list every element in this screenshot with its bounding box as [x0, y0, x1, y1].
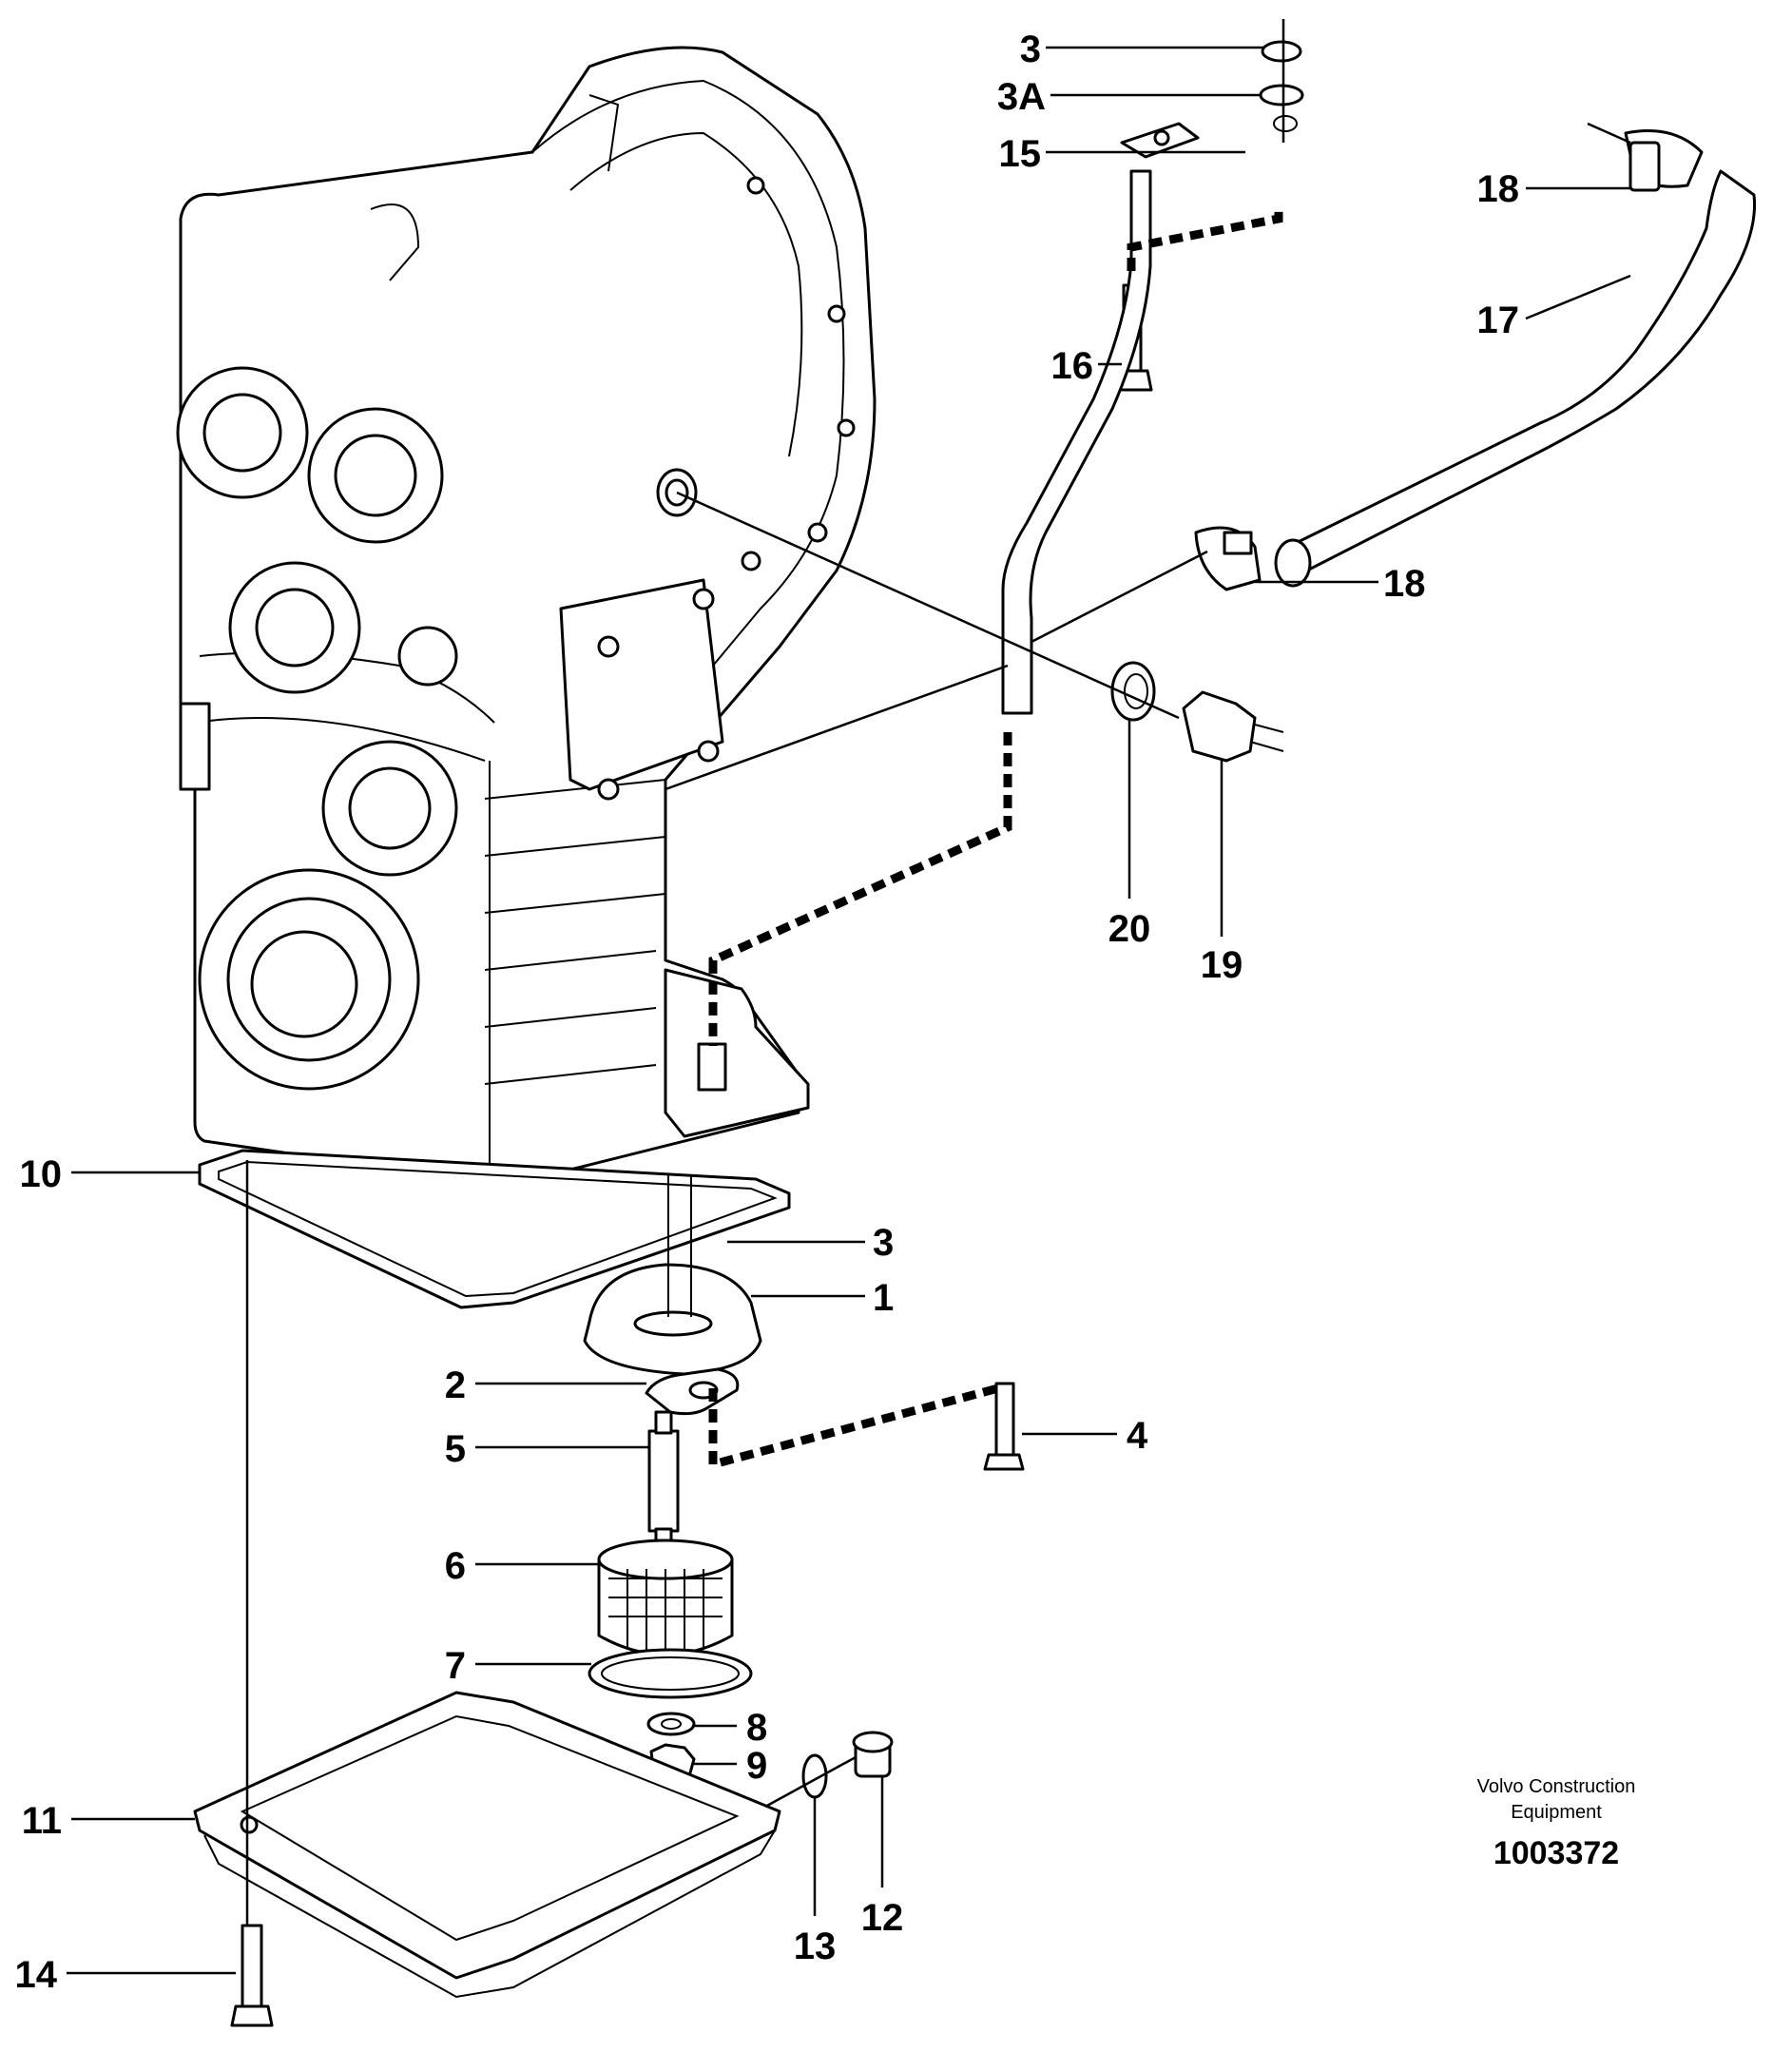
callout-8: 8 — [746, 1707, 767, 1749]
callout-14: 14 — [15, 1954, 58, 1996]
strainer-6 — [597, 1539, 734, 1656]
callout-9: 9 — [746, 1745, 767, 1787]
gasket-10 — [198, 1149, 791, 1309]
callout-3-mid: 3 — [873, 1222, 894, 1264]
callout-15: 15 — [999, 133, 1042, 175]
callout-20: 20 — [1108, 908, 1151, 950]
breather-pipe-15 — [1001, 40, 1304, 715]
callout-12: 12 — [861, 1897, 904, 1939]
hose-17 — [1274, 169, 1757, 588]
callout-11: 11 — [22, 1800, 62, 1842]
sensor-20-19 — [1110, 661, 1284, 763]
leader-lines — [67, 19, 1631, 1975]
callout-3a: 3A — [997, 76, 1046, 118]
callout-17: 17 — [1477, 300, 1520, 341]
magnet-mount-1 — [583, 1263, 762, 1376]
hose-clamp-18 — [1194, 129, 1704, 591]
callout-1: 1 — [873, 1277, 894, 1319]
transmission-housing — [176, 46, 877, 1191]
credit-line-2: Equipment — [1511, 1802, 1602, 1823]
callout-2: 2 — [445, 1365, 466, 1406]
bracket-2 — [645, 1367, 740, 1416]
callout-3-top: 3 — [1020, 29, 1041, 70]
callout-7: 7 — [445, 1645, 466, 1687]
assembly-dash-lines — [708, 204, 1283, 1470]
callout-18-mid: 18 — [1383, 563, 1426, 605]
callout-18-top: 18 — [1477, 168, 1520, 210]
oil-pan-11 — [193, 1691, 781, 1999]
callout-16: 16 — [1051, 345, 1094, 387]
callout-10: 10 — [20, 1153, 63, 1195]
callout-4: 4 — [1127, 1415, 1148, 1457]
bolt-4 — [983, 1382, 1025, 1471]
callout-13: 13 — [794, 1926, 837, 1967]
callout-labels: 3 3A 15 18 17 16 18 20 19 10 3 1 2 4 5 6… — [15, 29, 1520, 1996]
credit-block: Volvo Construction Equipment 1003372 — [1477, 1776, 1636, 1871]
callout-6: 6 — [445, 1545, 466, 1587]
callout-19: 19 — [1201, 944, 1243, 986]
bolt-14 — [230, 1924, 274, 2027]
oring-7 — [588, 1648, 753, 1699]
credit-line-1: Volvo Construction — [1477, 1776, 1636, 1797]
document-number: 1003372 — [1493, 1835, 1619, 1871]
drain-plug-12 — [801, 1731, 894, 1799]
callout-5: 5 — [445, 1428, 466, 1470]
